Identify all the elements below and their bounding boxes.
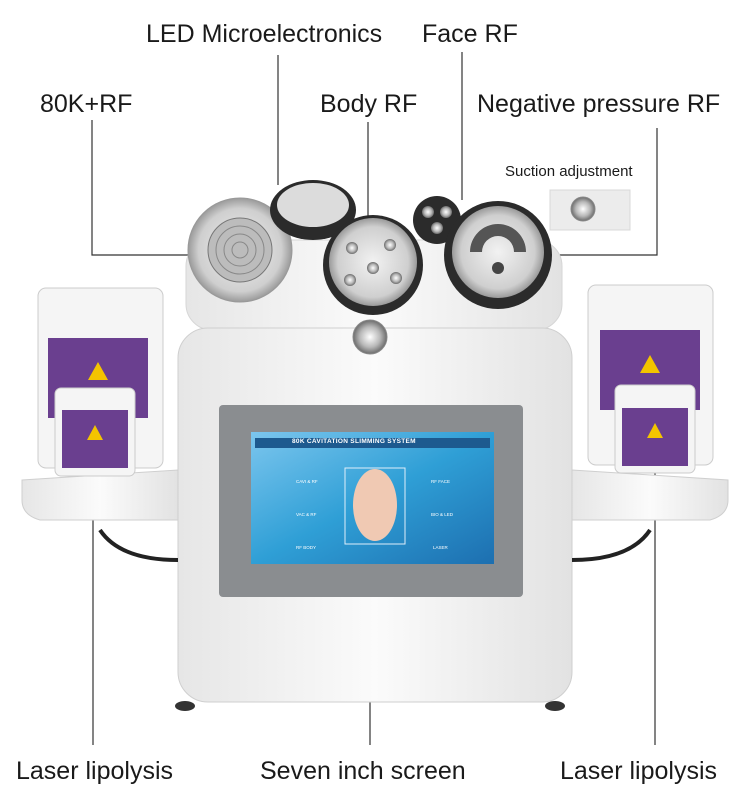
screen-button-rf-body[interactable]: RF BODY (296, 545, 317, 550)
screen-button-cavi-rf[interactable]: CAVI & RF (296, 479, 318, 484)
screen-button-bio-led[interactable]: BIO & LED (431, 512, 454, 517)
callout-body-rf: Body RF (320, 90, 418, 118)
right-laser-tray (571, 284, 729, 521)
left-laser-tray (21, 287, 179, 521)
callout-laser-right: Laser lipolysis (560, 757, 718, 785)
callout-led: LED Microelectronics (146, 20, 383, 48)
cavitation-rf-handpiece (187, 197, 293, 303)
callout-laser-left: Laser lipolysis (16, 757, 174, 785)
suction-knob[interactable] (352, 319, 388, 355)
callout-negative-pressure: Negative pressure RF (477, 90, 721, 118)
callout-screen: Seven inch screen (260, 757, 466, 785)
callout-cavitation: 80K+RF (40, 90, 133, 118)
screen-button-laser[interactable]: LASER (433, 545, 448, 550)
callout-suction: Suction adjustment (505, 163, 633, 180)
body-rf-handpiece (323, 215, 423, 315)
led-handpiece (270, 180, 356, 240)
screen-title: 80K CAVITATION SLIMMING SYSTEM (292, 438, 416, 445)
callout-face-rf: Face RF (422, 20, 518, 48)
face-rf-handpiece (413, 196, 461, 244)
screen-button-vac-rf[interactable]: VAC & RF (296, 512, 317, 517)
negative-pressure-handpiece (444, 201, 552, 309)
screen-button-rf-face[interactable]: RF FACE (431, 479, 451, 484)
